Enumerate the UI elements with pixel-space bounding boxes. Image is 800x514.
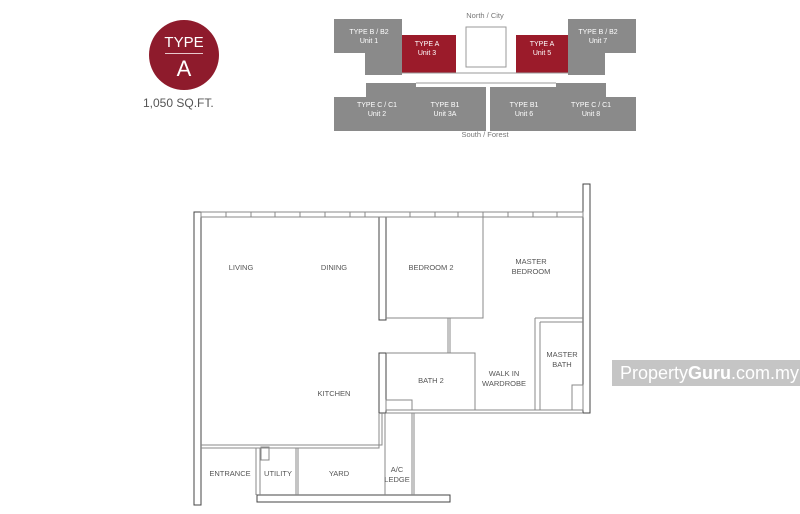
window-north	[200, 211, 584, 218]
room-dining: DINING	[320, 263, 348, 272]
key-unit-8-shape	[556, 97, 636, 131]
key-north-label: North / City	[466, 11, 504, 20]
wall-bath2-west	[378, 352, 387, 414]
utility-fixture	[260, 446, 270, 461]
room-utility: UTILITY	[264, 469, 292, 478]
key-unit-1-lower	[365, 53, 402, 75]
unit-area: 1,050 SQ.FT.	[143, 96, 214, 110]
wall-corridor	[447, 318, 451, 353]
key-unit-2-shape	[334, 97, 416, 131]
room-kitchen: KITCHEN	[317, 389, 351, 398]
wall-east	[582, 183, 591, 414]
room-yard: YARD	[328, 469, 350, 478]
wall-kitchen-south	[201, 413, 383, 449]
wall-ac-ledge	[384, 413, 415, 495]
key-unit-1-shape	[334, 19, 402, 53]
room-living: LIVING	[228, 263, 254, 272]
key-core	[465, 26, 507, 68]
wall-bedroom2-west	[378, 216, 387, 321]
key-unit-7-lower	[568, 53, 605, 75]
room-bath2: BATH 2	[418, 376, 444, 385]
key-unit-3-shape	[402, 35, 456, 73]
unit-type-badge: TYPE A	[149, 20, 219, 90]
wall-utility	[255, 448, 299, 495]
master-bath-fixture	[571, 384, 584, 411]
key-plan	[334, 19, 636, 131]
wall-master-bath	[534, 317, 583, 410]
key-south-label: South / Forest	[461, 130, 509, 139]
bath2-fixture	[385, 399, 413, 411]
key-unit-7-shape	[568, 19, 636, 53]
wall-west	[193, 211, 202, 506]
type-label: TYPE	[164, 34, 204, 51]
room-bedroom2: BEDROOM 2	[408, 263, 454, 272]
wall-south	[256, 494, 451, 503]
key-unit-5-shape	[516, 35, 568, 73]
key-unit-6-shape	[490, 87, 556, 131]
wall-bedroom2	[386, 217, 484, 319]
key-unit-3a-shape	[416, 87, 486, 131]
watermark: PropertyGuru.com.my	[612, 360, 800, 386]
room-entrance: ENTRANCE	[209, 469, 251, 478]
key-corridor	[402, 72, 568, 84]
wall-bath-south	[386, 409, 583, 414]
badge-divider	[165, 53, 203, 54]
wall-bath2	[386, 352, 476, 410]
type-letter: A	[176, 56, 192, 81]
